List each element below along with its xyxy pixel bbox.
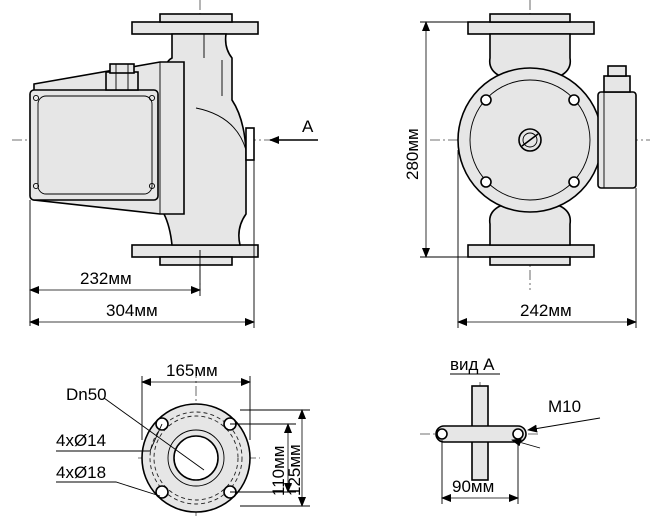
side-bottom-neck xyxy=(488,205,572,246)
arrow-a-label: A xyxy=(302,117,314,136)
m10-leader xyxy=(527,417,601,433)
housing-port xyxy=(245,127,255,161)
holes-18-leader xyxy=(56,481,161,497)
dn50-leader xyxy=(103,397,205,471)
flange-hole-bl xyxy=(155,485,169,499)
side-cable-gland-nut xyxy=(607,65,627,77)
side-bottom-flange-boss xyxy=(489,256,571,266)
bottom-flange-boss xyxy=(159,256,233,266)
view-a-hole-left xyxy=(436,428,448,440)
dn50-label: Dn50 xyxy=(66,385,107,404)
terminal-box xyxy=(29,89,159,201)
bolt-bl xyxy=(480,176,492,188)
side-top-flange xyxy=(467,21,595,35)
cross-horizontal xyxy=(435,425,527,443)
flange-view: 165мм 110мм 125мм Dn50 4xØ14 4xØ18 xyxy=(56,361,310,516)
side-view: 280мм 242мм xyxy=(403,0,650,328)
view-a: вид А M10 90мм xyxy=(420,355,601,504)
side-top-flange-boss xyxy=(489,13,571,23)
bottom-flange xyxy=(131,244,259,258)
front-view: A 232мм 304мм xyxy=(12,0,318,328)
side-cable-gland xyxy=(603,75,631,93)
dim-90-label: 90мм xyxy=(452,477,494,496)
bolt-tr xyxy=(568,94,580,106)
dim-125-label: 125мм xyxy=(285,444,304,496)
holes-14-label: 4xØ14 xyxy=(56,431,106,450)
top-flange xyxy=(131,21,259,35)
dim-232-label: 232мм xyxy=(80,269,132,288)
bolt-tl xyxy=(480,94,492,106)
holes-18-label: 4xØ18 xyxy=(56,463,106,482)
flange-bore xyxy=(173,435,219,481)
top-flange-boss xyxy=(159,13,233,23)
view-a-hole-right xyxy=(512,428,524,440)
cable-gland-nut xyxy=(109,63,135,74)
cable-gland xyxy=(105,71,139,91)
dim-110-label: 110мм xyxy=(269,446,288,496)
bolt-br xyxy=(568,176,580,188)
dim-165-label: 165мм xyxy=(166,361,218,380)
holes-14-leader xyxy=(56,423,163,452)
side-bottom-flange xyxy=(467,244,595,258)
dim-280-label: 280мм xyxy=(403,128,422,180)
dim-304-label: 304мм xyxy=(106,301,158,320)
view-a-title: вид А xyxy=(450,355,495,374)
m10-label: M10 xyxy=(548,397,581,416)
dim-242-label: 242мм xyxy=(520,301,572,320)
